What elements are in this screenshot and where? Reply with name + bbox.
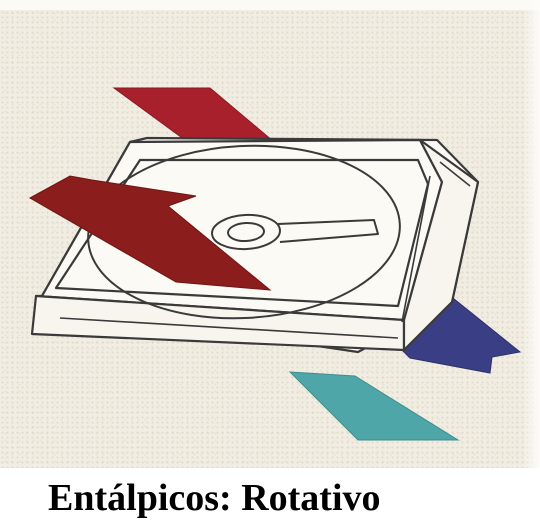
teal-airstream-panel [288, 371, 460, 441]
rotor-drive-belt [277, 219, 379, 243]
enthalpy-wheel-diagram [28, 87, 522, 441]
housing-bottom-line [59, 317, 399, 339]
housing-right-edge [402, 138, 480, 352]
background-top-edge [0, 0, 540, 10]
wheel-housing [30, 136, 480, 354]
housing-right-line-2 [401, 175, 431, 323]
rotor-wheel [87, 144, 401, 320]
slide-title: Entálpicos: Rotativo [48, 477, 381, 519]
background-right-edge [522, 0, 540, 468]
rotor-hub-ring [211, 213, 281, 251]
rotor-hub-center [227, 221, 265, 243]
rotor-disc [87, 144, 401, 320]
dark-red-airstream-panel [28, 175, 272, 291]
housing-front-face-inner [54, 158, 430, 308]
title-band [0, 468, 540, 524]
housing-right-line [439, 161, 471, 187]
